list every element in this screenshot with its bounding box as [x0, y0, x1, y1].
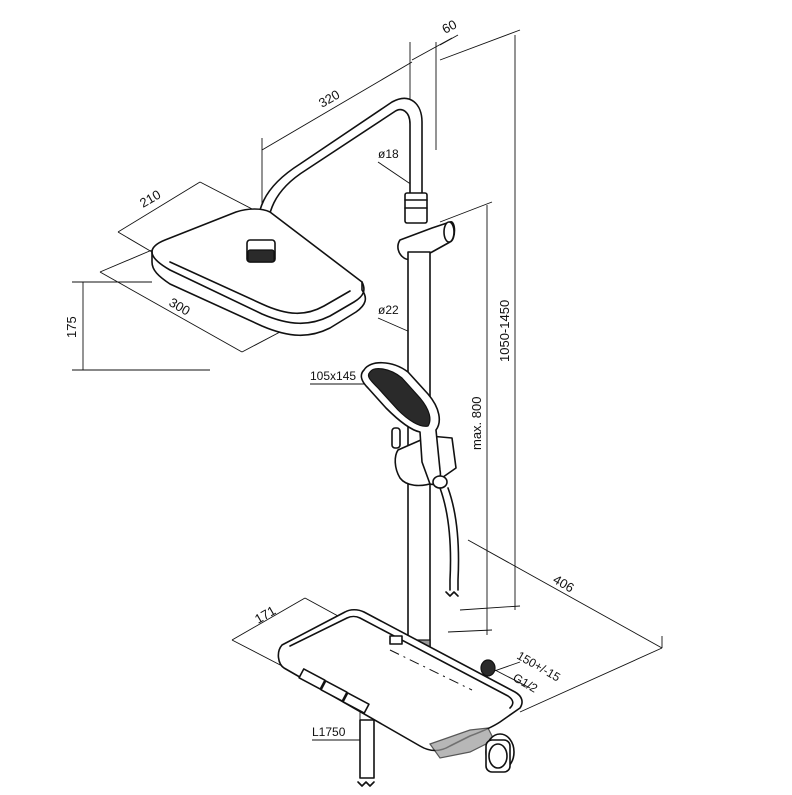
- outlet-pipe: [359, 719, 375, 779]
- label-shelf-depth: 171: [252, 603, 278, 627]
- shelf-button-2: [320, 680, 348, 702]
- shelf-button-3: [342, 692, 370, 714]
- label-wall-distance: 406: [551, 572, 577, 596]
- shower-parts: [151, 97, 523, 787]
- label-pipe-offset: 60: [439, 17, 459, 37]
- label-arm-diameter: ø18: [378, 147, 399, 161]
- label-hose-length: L1750: [312, 725, 346, 739]
- dimension-lines: [72, 29, 663, 741]
- hose: [439, 487, 452, 591]
- shelf-button-1: [298, 668, 326, 690]
- label-head-height: 175: [64, 316, 79, 338]
- inlet-fitting: [480, 659, 496, 677]
- label-slide-range: max. 800: [469, 397, 484, 450]
- label-column-diameter: ø22: [378, 303, 399, 317]
- label-total-height: 1050-1450: [497, 300, 512, 362]
- label-hand-shower-size: 105x145: [310, 369, 356, 383]
- thermostat-shelf: [277, 608, 523, 752]
- label-head-width: 300: [167, 295, 193, 319]
- label-arm-length: 320: [316, 87, 342, 111]
- rain-shower-head: [151, 208, 367, 337]
